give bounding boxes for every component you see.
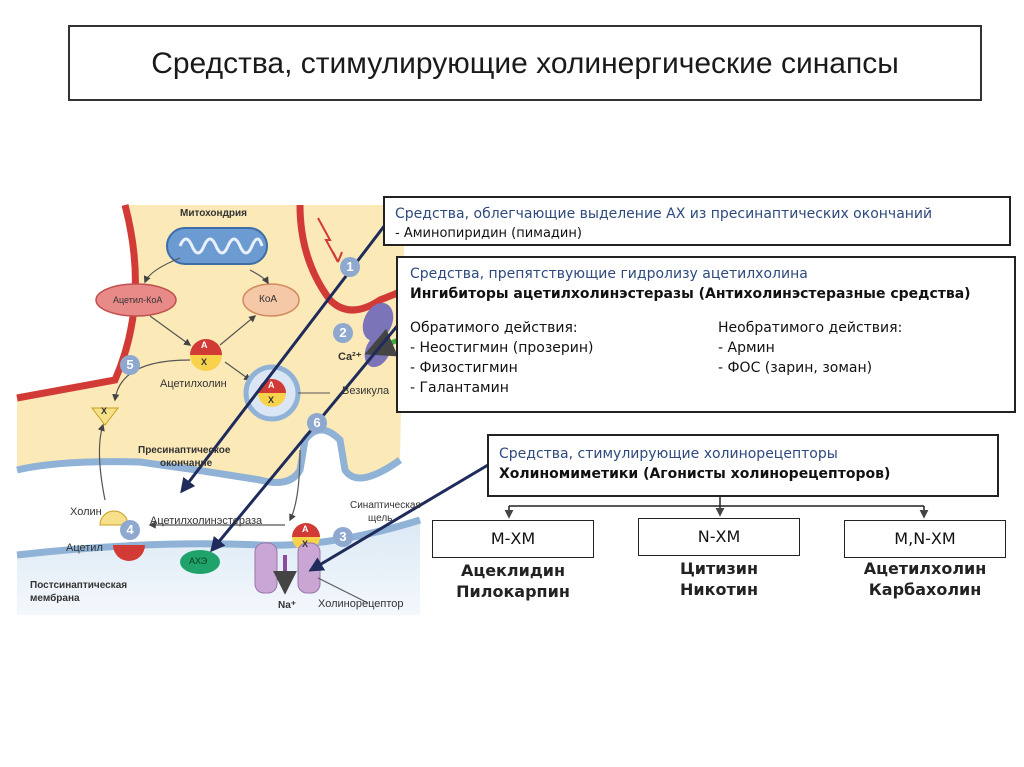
label-a-free: A: [201, 340, 208, 350]
mn-xm-box: М,N-ХМ: [844, 520, 1006, 558]
arrow-box3: [308, 463, 489, 572]
acetyl-piece: [113, 545, 145, 561]
vesicle: [243, 364, 301, 422]
coa: [242, 283, 300, 317]
cycle-arrow-3: [149, 315, 192, 346]
title-box: Средства, стимулирующие холинергические …: [68, 25, 982, 101]
irreversible-column: Необратимого действия: - Армин - ФОС (за…: [718, 318, 902, 378]
postsynaptic-membrane: [16, 516, 422, 559]
drug-name: Ацеклидин: [460, 561, 566, 580]
label-a-vesicle: A: [268, 380, 275, 390]
label-x-choline: X: [101, 406, 108, 416]
cycle-arrow-8: [289, 449, 301, 522]
label-x-free: X: [201, 357, 208, 367]
label-synaptic-cleft-1: Синаптическая: [350, 500, 421, 511]
label-coa: КоА: [259, 294, 278, 305]
n-xm-drugs: Цитизин Никотин: [638, 558, 800, 600]
drug-name: Пилокарпин: [456, 582, 570, 601]
step-6-badge: 6: [307, 413, 327, 433]
n-xm-box: N-ХМ: [638, 518, 800, 556]
cycle-arrow-7: [97, 423, 106, 501]
release-facilitators-box: Средства, облегчающие выделение АХ из пр…: [383, 196, 1011, 246]
page-title: Средства, стимулирующие холинергические …: [151, 47, 899, 80]
mitochondria: [166, 227, 268, 265]
reversible-item: - Неостигмин (прозерин): [410, 340, 594, 356]
label-choline: Холин: [70, 506, 102, 518]
label-ca: Ca²⁺: [338, 351, 362, 363]
step-3-badge: 3: [333, 527, 353, 547]
m-xm-box: М-ХМ: [432, 520, 594, 558]
lightning-icon: [317, 217, 339, 263]
box1-item: - Аминопиридин (пимадин): [395, 226, 582, 241]
drug-name: Цитизин: [679, 559, 759, 578]
drug-name: Никотин: [680, 580, 758, 599]
step-1-badge: 1: [340, 257, 360, 277]
label-vesicle: Везикула: [342, 385, 390, 397]
irreversible-item: - Армин: [718, 340, 775, 356]
label-acetylcholine: Ацетилхолин: [160, 378, 227, 390]
box1-heading: Средства, облегчающие выделение АХ из пр…: [395, 206, 933, 222]
acetyl-coa: [95, 283, 177, 317]
mn-xm-drugs: Ацетилхолин Карбахолин: [844, 558, 1006, 600]
drug-name: Карбахолин: [868, 580, 982, 599]
acetylcholine-molecule: [190, 339, 222, 371]
box3-subheading: Холиномиметики (Агонисты холинорецепторо…: [499, 466, 891, 482]
choline-x: [90, 407, 120, 426]
drug-name: Ацетилхолин: [863, 559, 987, 578]
label-cholinoreceptor: Холинорецептор: [318, 598, 404, 610]
label-ache: АХЭ: [189, 556, 208, 566]
label-acetylcholinesterase: Ацетилхолинэстераза: [150, 515, 263, 527]
label-mitochondria: Митохондрия: [180, 208, 248, 219]
box2-heading: Средства, препятствующие гидролизу ацети…: [410, 266, 808, 282]
reversible-item: - Галантамин: [410, 380, 509, 396]
reversible-column: Обратимого действия: - Неостигмин (прозе…: [410, 318, 594, 398]
label-na: Na⁺: [278, 600, 297, 611]
cycle-arrow-1: [143, 257, 181, 284]
cholinomimetics-box: Средства, стимулирующие холинорецепторы …: [487, 434, 999, 497]
cycle-arrow-2: [249, 269, 269, 285]
irreversible-title: Необратимого действия:: [718, 320, 903, 336]
cycle-arrow-5: [224, 361, 252, 381]
step-2-badge: 2: [333, 323, 353, 343]
box3-heading: Средства, стимулирующие холинорецепторы: [499, 446, 838, 462]
reversible-item: - Физостигмин: [410, 360, 518, 376]
label-postsynaptic-1: Постсинаптическая: [30, 580, 128, 591]
label-x-cleft: X: [302, 539, 309, 549]
arrow-box2: [210, 324, 400, 553]
step-5-badge: 5: [120, 355, 140, 375]
m-xm-drugs: Ацеклидин Пилокарпин: [432, 560, 594, 602]
cycle-arrow-4: [219, 315, 257, 346]
presynaptic-membrane-red-right: [296, 204, 407, 314]
anticholinesterase-box: Средства, препятствующие гидролизу ацети…: [396, 256, 1016, 413]
label-presynaptic-2: окончание: [160, 458, 213, 469]
reversible-title: Обратимого действия:: [410, 320, 578, 336]
ache-enzyme: [180, 550, 220, 574]
label-synaptic-cleft-2: щель: [368, 513, 393, 524]
step-4-badge: 4: [120, 520, 140, 540]
presynaptic-membrane-blue: [16, 426, 403, 486]
label-postsynaptic-2: мембрана: [30, 593, 80, 604]
label-acetyl: Ацетил: [66, 542, 103, 554]
label-presynaptic-1: Пресинаптическое: [138, 445, 231, 456]
irreversible-item: - ФОС (зарин, зоман): [718, 360, 873, 376]
label-a-cleft: A: [302, 524, 309, 534]
label-acetyl-coa: Ацетил-КоА: [113, 295, 163, 305]
label-x-vesicle: X: [268, 395, 275, 405]
box2-subheading: Ингибиторы ацетилхолинэстеразы (Антихоли…: [410, 286, 971, 302]
